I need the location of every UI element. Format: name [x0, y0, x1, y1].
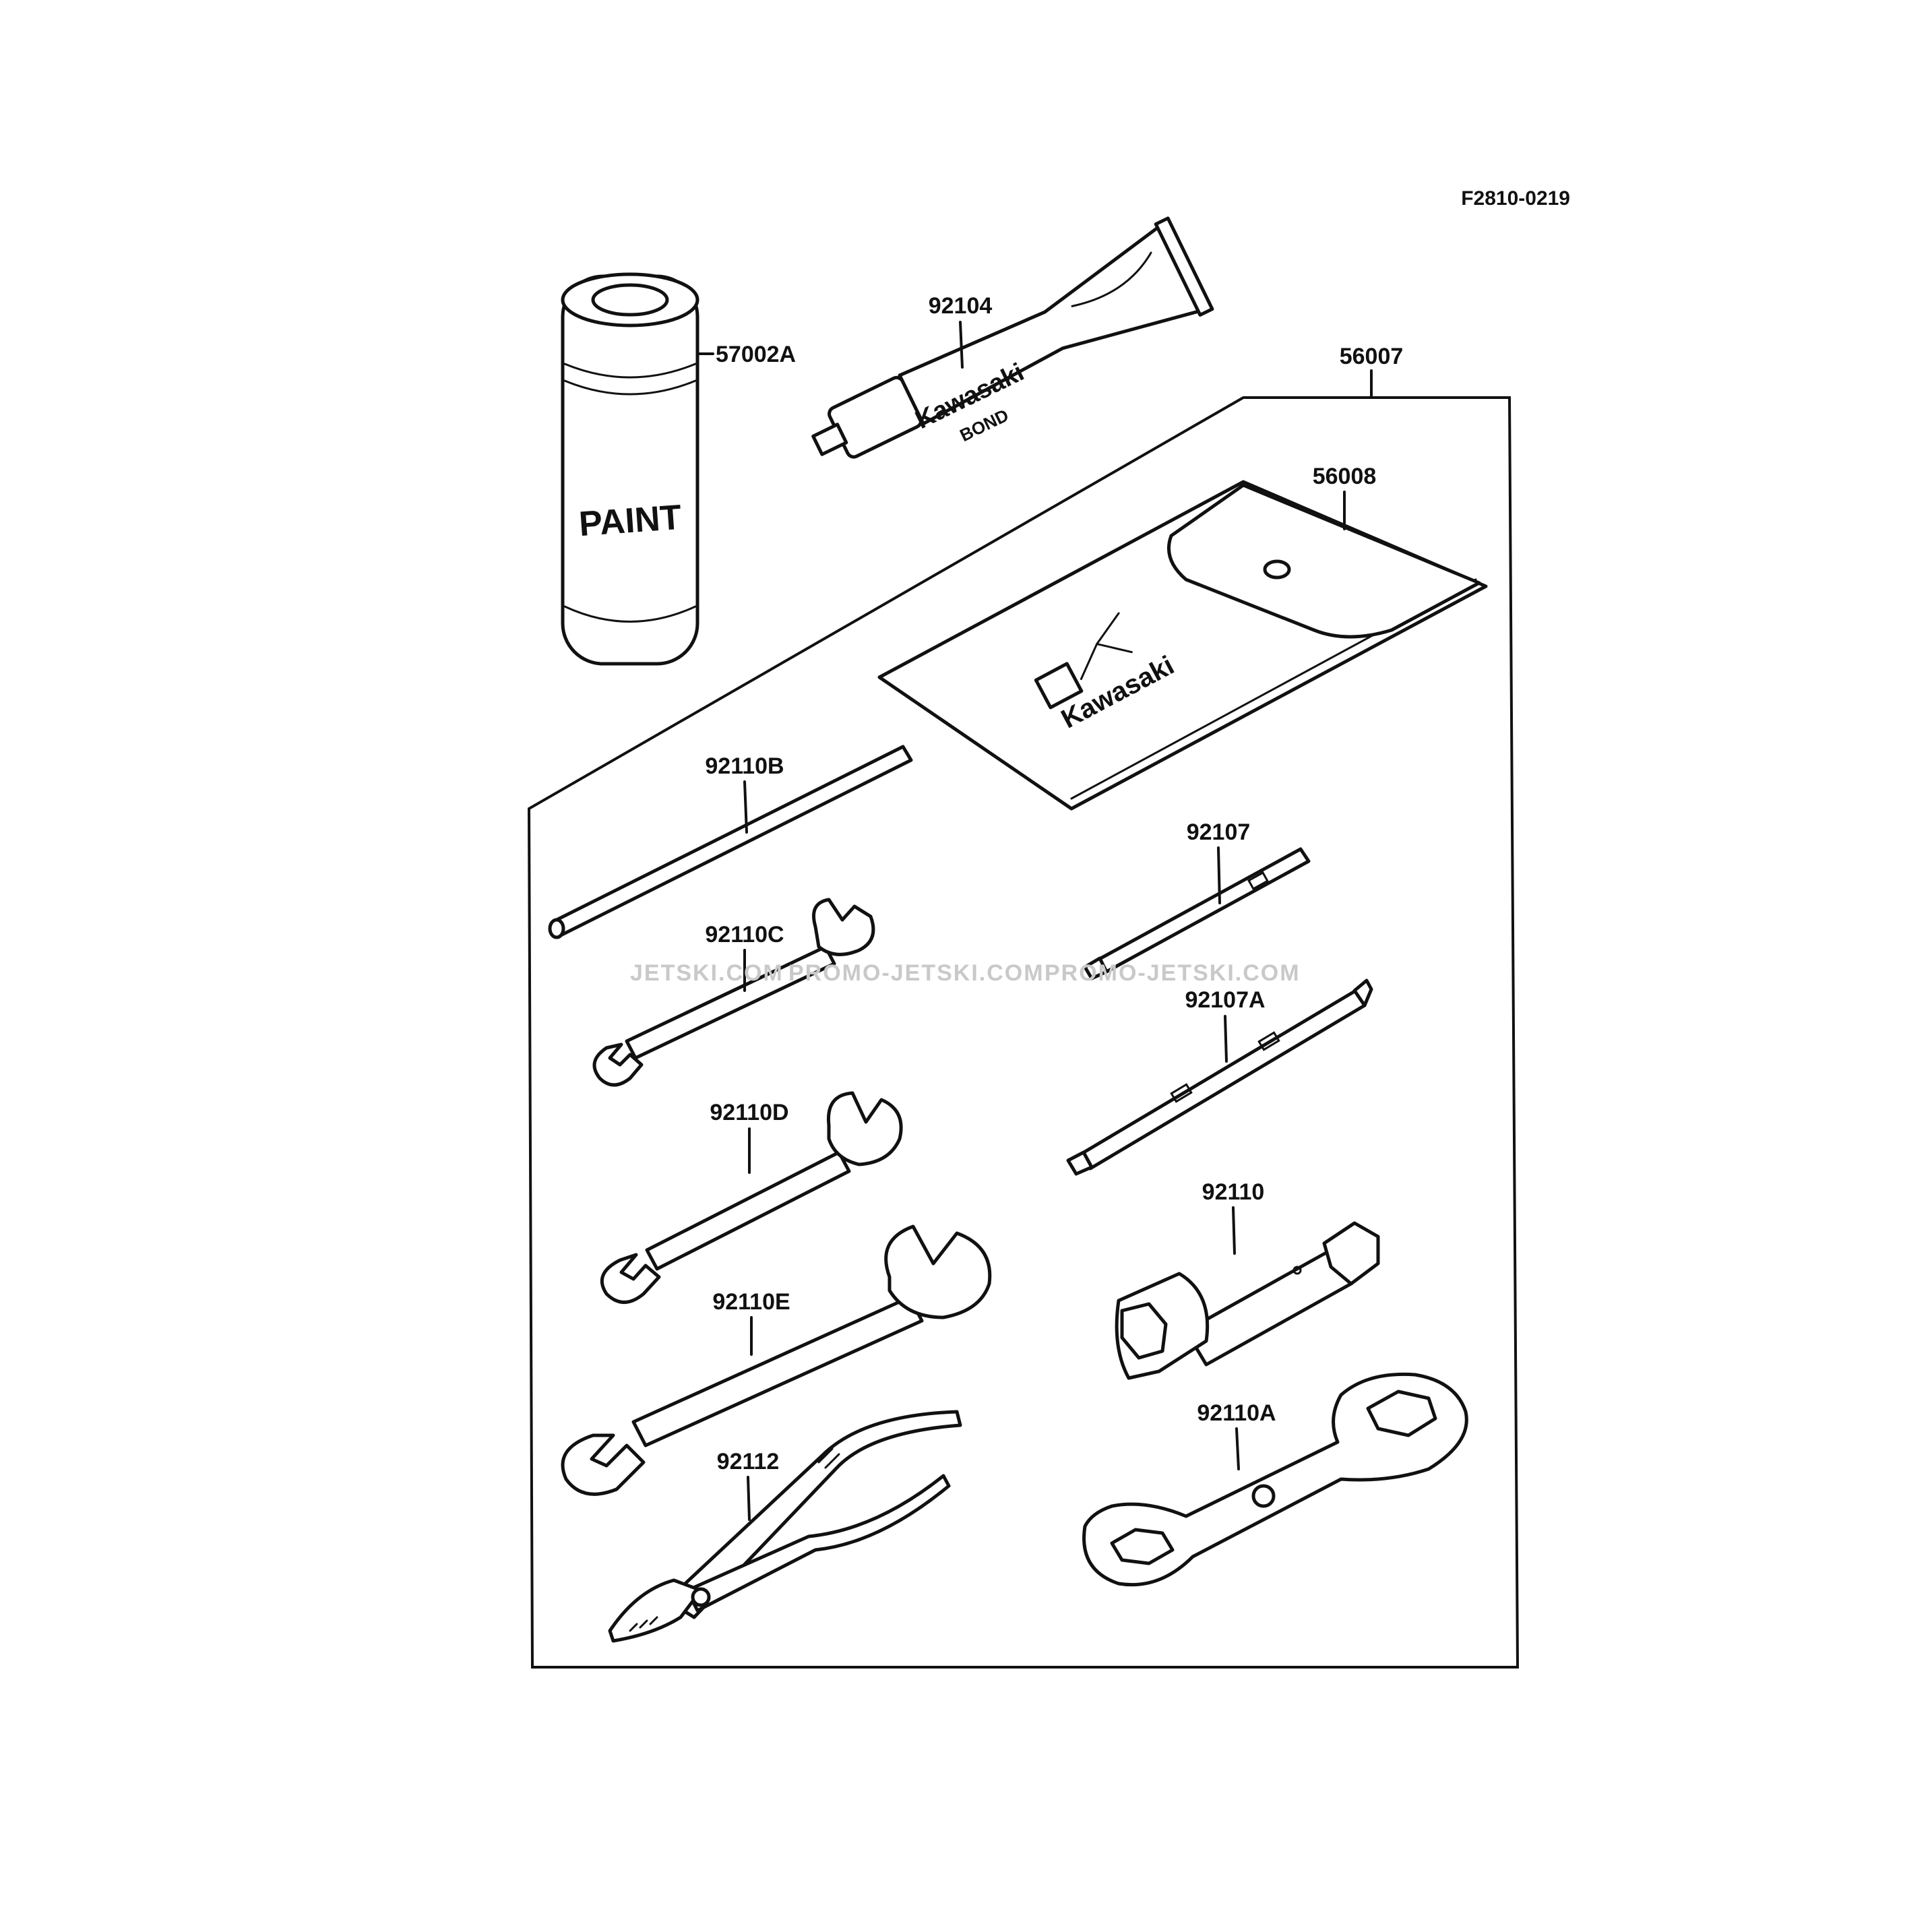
ring-spanner — [1082, 1372, 1468, 1587]
label-56008: 56008 — [1313, 464, 1377, 489]
bond-tube: Kawasaki BOND — [811, 216, 1214, 459]
leader-92107A — [1224, 1015, 1228, 1063]
label-92110A: 92110A — [1197, 1400, 1276, 1426]
leader-92110B — [743, 780, 748, 834]
small-open-end-wrench — [592, 898, 875, 1087]
label-57002A: 57002A — [716, 342, 796, 367]
leader-92110A — [1235, 1427, 1240, 1470]
bar — [548, 745, 913, 939]
label-92110B: 92110B — [705, 753, 784, 779]
large-open-end-wrench — [561, 1224, 992, 1496]
watermark-3: PROMO-JETSKI.COM — [1045, 960, 1301, 986]
label-92107: 92107 — [1187, 819, 1251, 845]
can-label: PAINT — [578, 498, 683, 544]
drawing-code: F2810-0219 — [1461, 187, 1570, 210]
label-92112: 92112 — [717, 1449, 780, 1474]
spray-paint-can: PAINT — [561, 272, 699, 666]
label-92110: 92110 — [1202, 1179, 1265, 1205]
medium-open-end-wrench — [600, 1091, 903, 1304]
watermark-2: PROMO-JETSKI.COM — [788, 960, 1045, 986]
label-92107A: 92107A — [1185, 987, 1265, 1013]
kit-bracket-outline — [527, 396, 1520, 1669]
label-92104: 92104 — [929, 293, 993, 319]
tool-pouch: Kawasaki — [877, 480, 1488, 811]
leader-92104 — [959, 321, 964, 369]
pliers — [608, 1410, 962, 1643]
watermark-1: JETSKI.COM — [630, 960, 784, 986]
leader-92112 — [747, 1476, 751, 1521]
label-92110C: 92110C — [705, 922, 784, 947]
label-92110E: 92110E — [712, 1289, 790, 1315]
screwdriver — [1083, 847, 1311, 980]
plug-socket-wrench — [1115, 1221, 1380, 1380]
leader-92110 — [1232, 1206, 1236, 1255]
leader-92107 — [1217, 846, 1221, 904]
label-56007: 56007 — [1340, 344, 1404, 369]
label-92110D: 92110D — [710, 1100, 788, 1125]
screwdriver-blade — [1066, 978, 1373, 1176]
